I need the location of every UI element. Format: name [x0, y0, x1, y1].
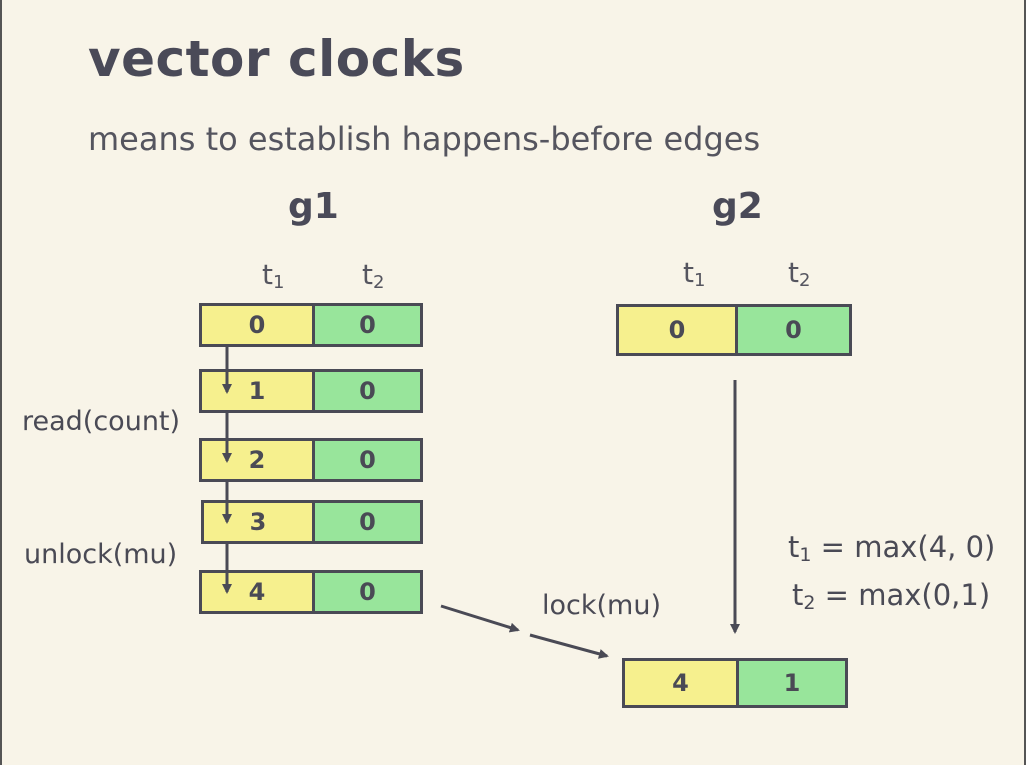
equation-rhs: = max(4, 0)	[811, 530, 996, 564]
g2-thread-header-t2: t2	[788, 256, 810, 291]
slide-subtitle: means to establish happens-before edges	[88, 120, 761, 158]
goroutine-label-g1: g1	[288, 186, 339, 227]
thread-header-subscript: 2	[372, 272, 385, 293]
op-label-read: read(count)	[22, 406, 181, 437]
clock-cell-t1: 1	[202, 372, 312, 410]
op-label-unlock: unlock(mu)	[24, 539, 178, 570]
thread-header-letter: t	[788, 256, 799, 289]
sync-arrow-lock	[529, 633, 609, 659]
clock-cell-t2: 0	[312, 503, 420, 541]
clock-cell-t2: 0	[735, 307, 849, 353]
g2-thread-header-t1: t1	[683, 256, 705, 291]
equation-subscript: 1	[799, 544, 812, 566]
g1-vector-clock-0: 0 0	[199, 303, 423, 347]
g2-vector-clock-1: 4 1	[622, 658, 848, 708]
left-border	[0, 0, 2, 765]
clock-cell-t1: 4	[625, 661, 736, 705]
equation-t2: t2 = max(0,1)	[792, 578, 990, 614]
clock-cell-t1: 2	[202, 441, 312, 479]
op-label-lock: lock(mu)	[542, 590, 661, 621]
g1-vector-clock-4: 4 0	[199, 570, 423, 614]
clock-cell-t2: 0	[312, 573, 420, 611]
g2-vector-clock-0: 0 0	[616, 304, 852, 356]
equation-rhs: = max(0,1)	[815, 578, 991, 612]
clock-cell-t2: 1	[736, 661, 845, 705]
thread-header-letter: t	[683, 256, 694, 289]
thread-header-subscript: 1	[272, 272, 285, 293]
sync-arrow-unlock	[440, 604, 520, 633]
equation-var: t	[788, 530, 800, 564]
clock-cell-t1: 0	[202, 306, 312, 344]
g1-thread-header-t1: t1	[262, 258, 284, 293]
goroutine-label-g2: g2	[712, 186, 763, 227]
thread-header-subscript: 1	[693, 270, 706, 291]
clock-cell-t1: 4	[202, 573, 312, 611]
thread-header-letter: t	[262, 258, 273, 291]
clock-cell-t1: 0	[619, 307, 735, 353]
equation-subscript: 2	[803, 592, 816, 614]
thread-header-subscript: 2	[798, 270, 811, 291]
slide-title: vector clocks	[88, 30, 465, 88]
clock-cell-t2: 0	[312, 306, 420, 344]
g1-thread-header-t2: t2	[362, 258, 384, 293]
thread-header-letter: t	[362, 258, 373, 291]
g1-vector-clock-1: 1 0	[199, 369, 423, 413]
equation-t1: t1 = max(4, 0)	[788, 530, 995, 566]
clock-cell-t1: 3	[204, 503, 312, 541]
g1-vector-clock-2: 2 0	[199, 438, 423, 482]
g1-vector-clock-3: 3 0	[201, 500, 423, 544]
equation-var: t	[792, 578, 804, 612]
clock-cell-t2: 0	[312, 372, 420, 410]
right-border	[1024, 0, 1026, 765]
clock-cell-t2: 0	[312, 441, 420, 479]
